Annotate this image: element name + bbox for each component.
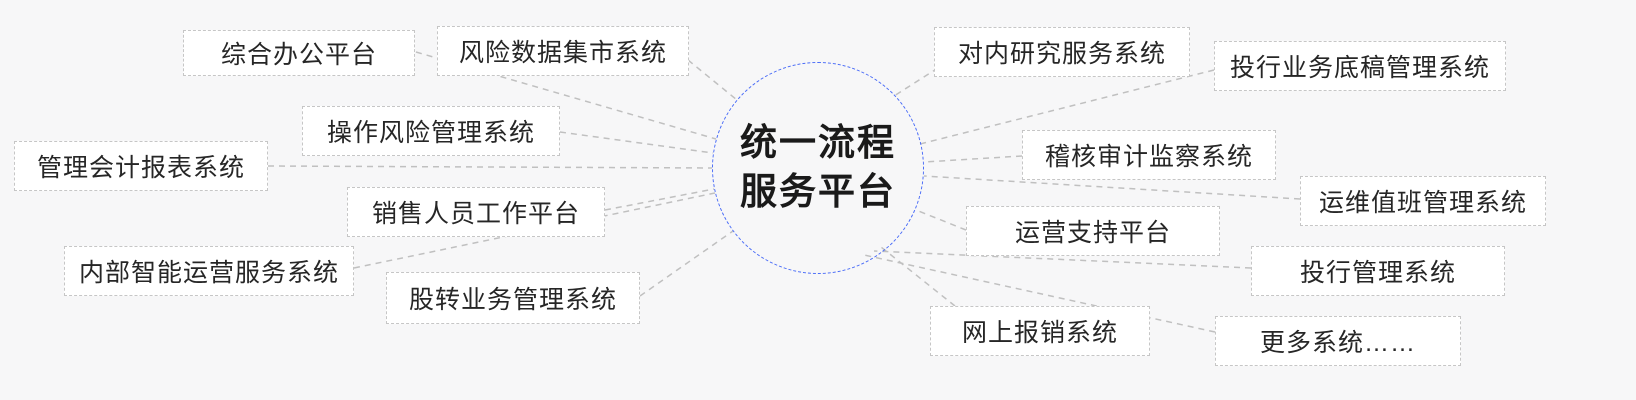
system-node-label: 投行业务底稿管理系统 <box>1229 54 1490 82</box>
system-node-label: 管理会计报表系统 <box>36 154 245 182</box>
connector-line <box>267 165 713 169</box>
system-node: 投行管理系统 <box>1251 246 1505 296</box>
connector-line <box>639 230 734 297</box>
central-platform-circle: 统一流程 服务平台 <box>712 62 924 274</box>
system-node: 更多系统…… <box>1215 316 1461 366</box>
system-node-label: 运维值班管理系统 <box>1318 189 1527 217</box>
system-node-label: 对内研究服务系统 <box>957 40 1166 68</box>
system-node-label: 运营支持平台 <box>1014 219 1171 247</box>
system-node-label: 内部智能运营服务系统 <box>78 259 339 287</box>
connector-line <box>880 246 956 307</box>
system-node: 操作风险管理系统 <box>302 106 560 156</box>
system-node: 网上报销系统 <box>930 306 1150 356</box>
connector-line <box>893 67 939 97</box>
connector-line <box>915 209 967 231</box>
system-node: 管理会计报表系统 <box>14 141 268 191</box>
system-node: 运营支持平台 <box>966 206 1220 256</box>
system-node-label: 网上报销系统 <box>961 319 1118 347</box>
system-node: 运维值班管理系统 <box>1300 176 1546 226</box>
central-platform-title-line2: 服务平台 <box>740 171 896 212</box>
system-node-label: 风险数据集市系统 <box>458 39 667 67</box>
system-node: 投行业务底稿管理系统 <box>1214 41 1506 91</box>
system-node: 综合办公平台 <box>183 30 415 76</box>
system-node-label: 更多系统…… <box>1259 329 1416 357</box>
central-platform-title-line1: 统一流程 <box>740 122 896 164</box>
system-node: 稽核审计监察系统 <box>1022 130 1276 180</box>
system-node: 风险数据集市系统 <box>437 26 689 76</box>
system-node-label: 销售人员工作平台 <box>371 200 580 228</box>
system-node: 销售人员工作平台 <box>347 187 605 237</box>
system-node-label: 稽核审计监察系统 <box>1044 143 1253 171</box>
system-node-label: 投行管理系统 <box>1299 259 1456 287</box>
system-node-label: 操作风险管理系统 <box>326 119 535 147</box>
system-node: 股转业务管理系统 <box>386 272 640 324</box>
system-node-label: 综合办公平台 <box>220 41 377 69</box>
connector-line <box>687 59 738 101</box>
system-node: 内部智能运营服务系统 <box>64 246 354 296</box>
connector-line <box>604 188 715 211</box>
system-node-label: 股转业务管理系统 <box>408 286 617 314</box>
system-node: 对内研究服务系统 <box>934 27 1190 77</box>
connector-line <box>559 131 714 154</box>
connector-line <box>923 155 1023 163</box>
